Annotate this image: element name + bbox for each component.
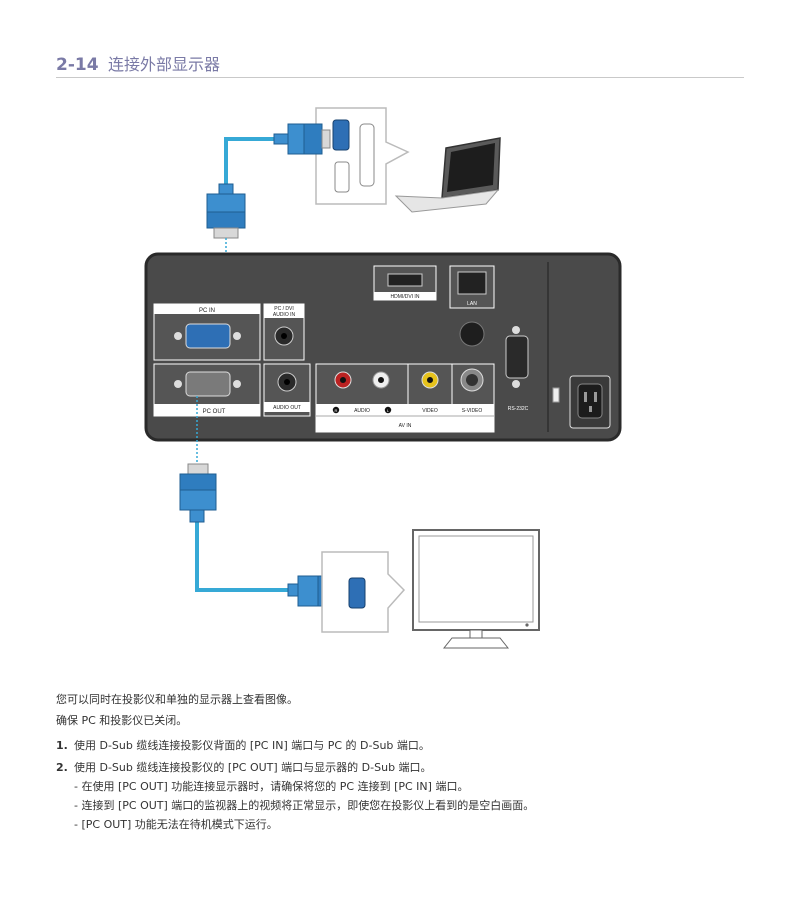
pc-dvi-label: PC / DVI [274,306,293,312]
note-2: - 连接到 [PC OUT] 端口的监视器上的视频将正常显示，即使您在投影仪上看… [74,799,535,812]
step-1: 1. 使用 D-Sub 缆线连接投影仪背面的 [PC IN] 端口与 PC 的 D… [56,738,430,754]
audio-l-label: L [387,408,390,413]
audio-r-label: R [335,408,338,413]
monitor-port-panel [321,551,406,633]
laptop-port-panel [315,107,410,205]
monitor-icon [412,529,540,649]
lan-label: LAN [467,301,477,307]
pc-in-label: PC IN [199,308,215,314]
section-title: 连接外部显示器 [108,55,221,74]
intro-paragraph-1: 您可以同时在投影仪和单独的显示器上查看图像。 [56,693,298,706]
audio-label: AUDIO [354,408,370,414]
section-number: 2-14 [56,55,99,75]
projector-rear-panel: PC IN PC / DVI AUDIO IN HDMI/DVI IN LAN … [144,252,622,442]
video-label: VIDEO [422,408,438,414]
rs232c-label: RS-232C [508,406,529,412]
step-2-number: 2. [56,761,68,774]
section-header: 2-14 连接外部显示器 [56,54,744,78]
laptop-icon [394,137,501,213]
intro-paragraph-2: 确保 PC 和投影仪已关闭。 [56,714,188,727]
connection-diagram: PC IN PC / DVI AUDIO IN HDMI/DVI IN LAN … [144,107,622,649]
vga-plug-laptop [273,123,331,155]
cable-pc-out [195,520,292,592]
step-2-text: 使用 D-Sub 缆线连接投影仪的 [PC OUT] 端口与显示器的 D-Sub… [74,761,432,774]
note-3: - [PC OUT] 功能无法在待机模式下运行。 [74,818,278,831]
s-video-label: S-VIDEO [462,408,483,414]
step-1-number: 1. [56,739,68,752]
audio-in-label: AUDIO IN [273,312,296,318]
hdmi-label: HDMI/DVI IN [391,294,420,300]
audio-out-label: AUDIO OUT [273,405,301,411]
step-1-text: 使用 D-Sub 缆线连接投影仪背面的 [PC IN] 端口与 PC 的 D-S… [74,739,430,752]
note-1: - 在使用 [PC OUT] 功能连接显示器时，请确保将您的 PC 连接到 [P… [74,780,469,793]
vga-plug-pc-out [179,463,217,523]
pc-out-label: PC OUT [203,409,226,415]
vga-plug-pc-in [206,183,246,239]
step-2: 2. 使用 D-Sub 缆线连接投影仪的 [PC OUT] 端口与显示器的 D-S… [56,760,432,776]
av-in-label: AV IN [399,423,412,429]
cable-pc-in [224,137,296,192]
